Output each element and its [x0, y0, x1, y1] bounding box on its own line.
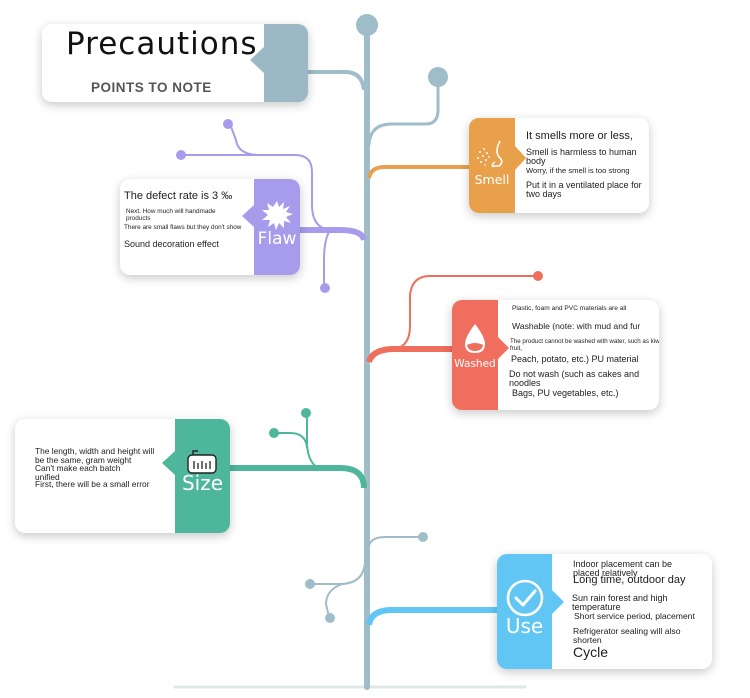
- flaw-line-4: Sound decoration effect: [124, 239, 219, 249]
- use-line-2: Long time, outdoor day: [573, 574, 686, 586]
- washed-line-4: Peach, potato, etc.) PU material: [511, 354, 639, 364]
- washed-node: [533, 271, 543, 281]
- size-card: Size The length, width and height will b…: [15, 419, 230, 533]
- washed-line-5: Do not wash (such as cakes and noodles: [509, 369, 640, 389]
- use-line-3: Sun rain forest and high temperature: [572, 593, 668, 613]
- size-node-1: [301, 408, 311, 418]
- check-circle-icon: [506, 579, 544, 617]
- header-card: Precautions POINTS TO NOTE: [42, 24, 308, 102]
- lower-left-branch: [310, 562, 366, 585]
- header-card-band: [264, 24, 308, 102]
- use-line-5: Refrigerator sealing will also shorten: [573, 626, 681, 646]
- washed-line-3: The product cannot be washed with water,…: [510, 338, 659, 352]
- flaw-node-1: [223, 119, 233, 129]
- water-drop-icon: [465, 324, 485, 353]
- smell-branch: [367, 165, 475, 179]
- smell-card-notch: [515, 146, 526, 170]
- splash-icon: [262, 201, 293, 230]
- lower-left-node-2: [325, 613, 335, 623]
- flaw-node-2: [176, 150, 186, 160]
- flaw-branch: [181, 123, 367, 286]
- flaw-line-2: Next. How much will handmade products: [126, 208, 216, 222]
- smell-label: Smell: [474, 172, 510, 187]
- flaw-line-1: The defect rate is 3 ‰: [124, 190, 233, 202]
- size-node-2: [269, 428, 279, 438]
- washed-card-notch: [498, 337, 509, 359]
- nose-icon: [477, 140, 503, 168]
- top-right-branch: [367, 82, 440, 146]
- size-line-1: The length, width and height will be the…: [35, 446, 155, 465]
- tape-measure-icon: [187, 450, 217, 474]
- use-branch: [366, 607, 502, 626]
- use-card-notch: [552, 590, 564, 614]
- washed-label: Washed: [454, 358, 496, 370]
- smell-line-1: It smells more or less,: [526, 130, 633, 142]
- flaw-line-3: There are small flaws but they don't sho…: [124, 224, 242, 231]
- top-right-node: [428, 67, 448, 87]
- use-line-1: Indoor placement can be placed relativel…: [573, 559, 673, 579]
- size-card-notch: [162, 451, 175, 475]
- size-line-2: Can't make each batch unified: [35, 463, 121, 482]
- washed-card-band: [452, 300, 498, 410]
- smell-line-4: Put it in a ventilated place for two day…: [526, 180, 642, 200]
- size-card-band: [175, 419, 230, 533]
- smell-line-2: Smell is harmless to human body: [526, 147, 637, 167]
- flaw-card-notch: [242, 205, 254, 227]
- smell-card: Smell It smells more or less, Smell is h…: [469, 118, 649, 213]
- washed-line-2: Washable (note: with mud and fur: [512, 321, 641, 331]
- use-label: Use: [505, 614, 544, 638]
- use-line-6: Cycle: [573, 644, 609, 660]
- size-label: Size: [181, 471, 224, 495]
- header-card-notch: [250, 46, 265, 74]
- use-line-4: Short service period, placement: [574, 611, 695, 621]
- lower-left-node-1: [305, 579, 315, 589]
- smell-line-3: Worry, if the smell is too strong: [526, 166, 630, 175]
- lower-left-sub-branch: [324, 583, 343, 618]
- flaw-label: Flaw: [257, 229, 297, 249]
- washed-branch: [366, 275, 538, 363]
- lower-right-node: [418, 532, 428, 542]
- size-branch: [229, 414, 367, 489]
- washed-card: Washed Plastic, foam and PVC materials a…: [452, 300, 659, 410]
- size-line-3: First, there will be a small error: [35, 479, 150, 489]
- trunk-top-node: [356, 14, 378, 36]
- washed-line-1: Plastic, foam and PVC materials are all: [512, 305, 627, 312]
- lower-right-branch: [368, 536, 423, 547]
- washed-line-6: Bags, PU vegetables, etc.): [512, 388, 619, 398]
- header-branch: [305, 70, 366, 91]
- flaw-card: Flaw The defect rate is 3 ‰ Next. How mu…: [120, 179, 300, 275]
- use-card-band: [497, 554, 552, 669]
- page-subtitle: POINTS TO NOTE: [91, 80, 212, 95]
- page-title: Precautions: [66, 26, 258, 62]
- flaw-node-3: [320, 283, 330, 293]
- use-card: Use Indoor placement can be placed relat…: [497, 554, 712, 669]
